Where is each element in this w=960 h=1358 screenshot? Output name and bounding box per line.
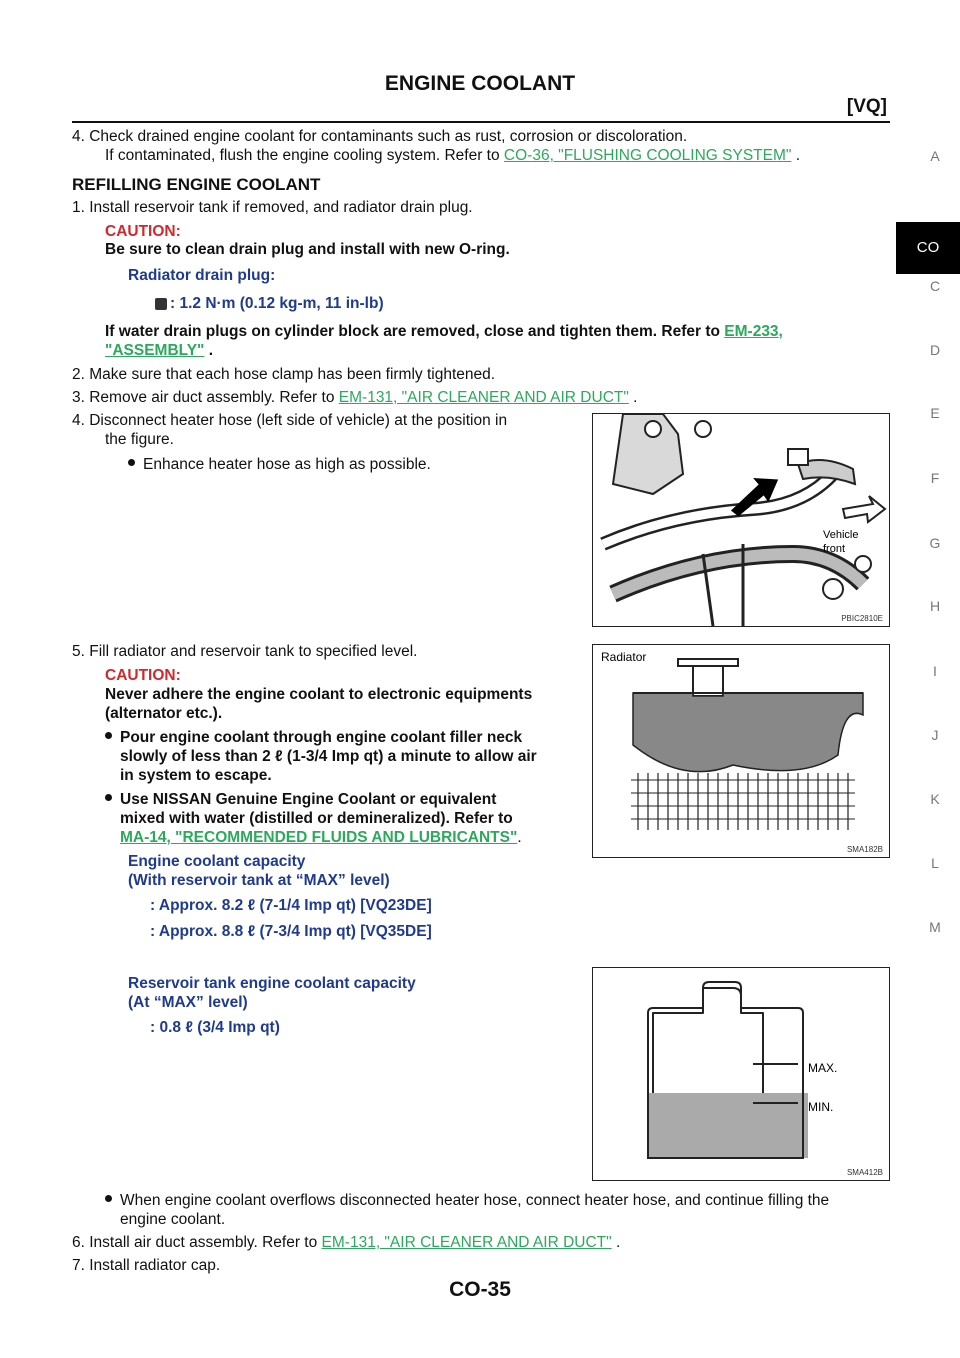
cylinder-block-note-2: "ASSEMBLY" .: [105, 342, 214, 359]
tab-m[interactable]: M: [929, 919, 941, 935]
caution-label-2: CAUTION:: [105, 667, 181, 684]
reservoir-tank-illustration: MAX. MIN.: [647, 981, 837, 1159]
refill-step-4: 4. Disconnect heater hose (left side of …: [72, 412, 508, 429]
cylinder-block-note: If water drain plugs on cylinder block a…: [105, 323, 783, 340]
reservoir-capacity-b: (At “MAX” level): [128, 994, 248, 1011]
link-co-36[interactable]: CO-36, "FLUSHING COOLING SYSTEM": [503, 147, 792, 164]
link-em-233[interactable]: EM-233,: [724, 323, 783, 340]
tab-c[interactable]: C: [929, 278, 941, 294]
bullet-nissan-c: MA-14, "RECOMMENDED FLUIDS AND LUBRICANT…: [120, 829, 522, 846]
figure-label-vehicle: Vehicle: [823, 529, 858, 541]
caution-text-1: Be sure to clean drain plug and install …: [105, 241, 510, 258]
drain-plug-label: Radiator drain plug:: [128, 267, 276, 284]
page-title: ENGINE COOLANT: [384, 72, 576, 95]
heater-hose-illustration: Vehicle front: [593, 414, 889, 626]
reservoir-capacity-value: : 0.8 ℓ (3/4 Imp qt): [150, 1019, 280, 1036]
bullet-pour-a: Pour engine coolant through engine coola…: [105, 728, 522, 747]
capacity-vq35de: : Approx. 8.8 ℓ (7-3/4 Imp qt) [VQ35DE]: [150, 923, 432, 940]
step-4-flush: If contaminated, flush the engine coolin…: [105, 147, 801, 164]
figure-code: SMA412B: [846, 1168, 883, 1177]
bullet-icon: [105, 1195, 112, 1203]
page-number: CO-35: [449, 1278, 511, 1301]
bullet-overflow-a: When engine coolant overflows disconnect…: [105, 1191, 829, 1210]
bullet-pour-c: in system to escape.: [120, 767, 272, 784]
link-ma-14[interactable]: MA-14, "RECOMMENDED FLUIDS AND LUBRICANT…: [120, 829, 518, 846]
refill-step-7: 7. Install radiator cap.: [72, 1257, 221, 1274]
header-rule: [72, 121, 890, 123]
refill-step-4-b: the figure.: [105, 431, 174, 448]
link-em-131-b[interactable]: EM-131, "AIR CLEANER AND AIR DUCT": [321, 1234, 612, 1251]
capacity-label-a: Engine coolant capacity: [128, 853, 306, 870]
caution-text-2a: Never adhere the engine coolant to elect…: [105, 686, 533, 703]
figure-reservoir-tank: MAX. MIN. SMA412B: [592, 967, 890, 1181]
figure-radiator: Radiator SMA182B: [592, 644, 890, 858]
capacity-vq23de: : Approx. 8.2 ℓ (7-1/4 Imp qt) [VQ23DE]: [150, 897, 432, 914]
tab-a[interactable]: A: [930, 148, 940, 164]
tab-d[interactable]: D: [929, 342, 941, 358]
figure-label-front: front: [823, 543, 845, 555]
tab-co[interactable]: CO: [896, 222, 960, 274]
level-min-label: MIN.: [808, 1100, 833, 1114]
tab-e[interactable]: E: [930, 405, 940, 421]
figure-code: SMA182B: [846, 845, 883, 854]
tab-k[interactable]: K: [930, 791, 940, 807]
bullet-nissan-b: mixed with water (distilled or demineral…: [120, 810, 513, 827]
torque-icon: [155, 297, 167, 310]
radiator-illustration: Radiator: [601, 650, 864, 830]
bullet-icon: [128, 459, 135, 467]
bullet-icon: [105, 732, 112, 740]
refill-step-3: 3. Remove air duct assembly. Refer to EM…: [72, 389, 638, 406]
bullet-pour-b: slowly of less than 2 ℓ (1-3/4 Imp qt) a…: [120, 748, 537, 765]
refill-step-1: 1. Install reservoir tank if removed, an…: [72, 199, 473, 216]
link-em-131-a[interactable]: EM-131, "AIR CLEANER AND AIR DUCT": [338, 389, 629, 406]
tab-i[interactable]: I: [933, 663, 937, 679]
bullet-icon: [105, 794, 112, 802]
level-max-label: MAX.: [808, 1061, 837, 1075]
caution-label-1: CAUTION:: [105, 223, 181, 240]
link-assembly[interactable]: "ASSEMBLY": [105, 342, 205, 359]
bullet-nissan-a: Use NISSAN Genuine Engine Coolant or equ…: [105, 790, 496, 809]
refill-step-6: 6. Install air duct assembly. Refer to E…: [72, 1234, 621, 1251]
tab-g[interactable]: G: [929, 535, 941, 551]
arrow-icon: [730, 477, 779, 517]
refill-step-2: 2. Make sure that each hose clamp has be…: [72, 366, 496, 383]
tab-j[interactable]: J: [931, 727, 939, 743]
drain-plug-torque: : 1.2 N·m (0.12 kg-m, 11 in-lb): [155, 294, 384, 313]
caution-text-2b: (alternator etc.).: [105, 705, 223, 722]
figure-heater-hose: Vehicle front PBIC2810E: [592, 413, 890, 627]
bullet-overflow-b: engine coolant.: [120, 1211, 226, 1228]
reservoir-capacity-a: Reservoir tank engine coolant capacity: [128, 975, 416, 992]
section-code: [VQ]: [846, 96, 887, 117]
tab-f[interactable]: F: [930, 470, 940, 486]
tab-h[interactable]: H: [929, 598, 941, 614]
tab-l[interactable]: L: [931, 855, 939, 871]
step-4-text: 4. Check drained engine coolant for cont…: [72, 128, 688, 145]
refill-step-5: 5. Fill radiator and reservoir tank to s…: [72, 643, 418, 660]
figure-label-radiator: Radiator: [601, 650, 646, 664]
bullet-heater-hose: Enhance heater hose as high as possible.: [128, 455, 431, 474]
section-heading: REFILLING ENGINE COOLANT: [72, 175, 321, 194]
figure-code: PBIC2810E: [841, 614, 883, 623]
vehicle-front-arrow-icon: [841, 495, 887, 524]
capacity-label-b: (With reservoir tank at “MAX” level): [128, 872, 390, 889]
